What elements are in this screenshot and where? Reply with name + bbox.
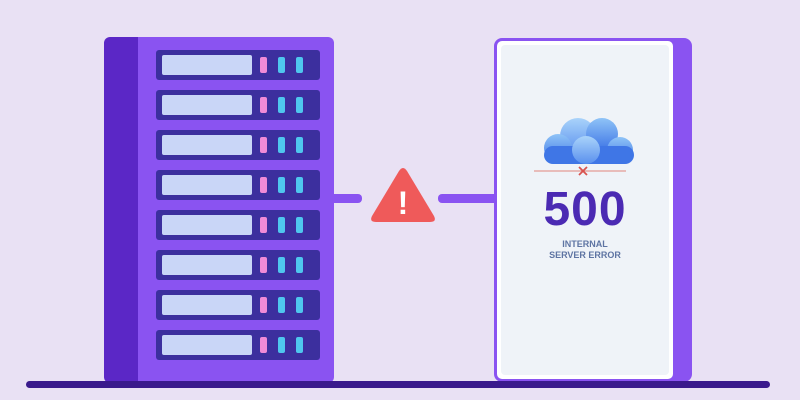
status-led-icon — [278, 97, 285, 113]
status-led-icon — [278, 257, 285, 273]
status-led-icon — [260, 177, 267, 193]
server-unit — [156, 330, 320, 360]
warning-exclamation: ! — [398, 185, 409, 221]
drive-bay — [162, 255, 252, 275]
server-unit — [156, 170, 320, 200]
error-message-line-2: SERVER ERROR — [549, 250, 621, 260]
status-led-icon — [296, 97, 303, 113]
cable-right — [438, 194, 498, 203]
status-led-icon — [296, 337, 303, 353]
status-led-icon — [260, 337, 267, 353]
error-code: 500 — [543, 183, 627, 236]
server-unit — [156, 90, 320, 120]
error-message: INTERNAL SERVER ERROR — [494, 239, 676, 261]
status-led-icon — [260, 217, 267, 233]
status-led-icon — [296, 137, 303, 153]
server-unit — [156, 250, 320, 280]
status-led-icon — [260, 297, 267, 313]
drive-bay — [162, 95, 252, 115]
drive-bay — [162, 55, 252, 75]
status-led-icon — [296, 57, 303, 73]
status-led-icon — [278, 297, 285, 313]
status-led-icon — [260, 57, 267, 73]
drive-bay — [162, 175, 252, 195]
status-led-icon — [278, 137, 285, 153]
disconnect-x-icon — [534, 166, 626, 176]
drive-bay — [162, 335, 252, 355]
status-led-icon — [260, 137, 267, 153]
status-led-icon — [278, 57, 285, 73]
drive-bay — [162, 295, 252, 315]
server-unit — [156, 210, 320, 240]
status-led-icon — [296, 297, 303, 313]
server-units — [156, 50, 320, 360]
status-led-icon — [260, 97, 267, 113]
server-rack-side — [104, 37, 144, 383]
error-message-line-1: INTERNAL — [562, 239, 608, 249]
status-led-icon — [278, 177, 285, 193]
drive-bay — [162, 135, 252, 155]
floor-line — [26, 381, 770, 388]
status-led-icon — [296, 217, 303, 233]
warning-triangle-icon: ! — [371, 168, 435, 222]
drive-bay — [162, 215, 252, 235]
server-unit — [156, 50, 320, 80]
status-led-icon — [296, 177, 303, 193]
server-unit — [156, 290, 320, 320]
cloud-icon — [534, 118, 634, 176]
device-screen — [501, 45, 669, 375]
status-led-icon — [278, 217, 285, 233]
cable-left — [334, 194, 362, 203]
status-led-icon — [278, 337, 285, 353]
server-unit — [156, 130, 320, 160]
status-led-icon — [296, 257, 303, 273]
status-led-icon — [260, 257, 267, 273]
